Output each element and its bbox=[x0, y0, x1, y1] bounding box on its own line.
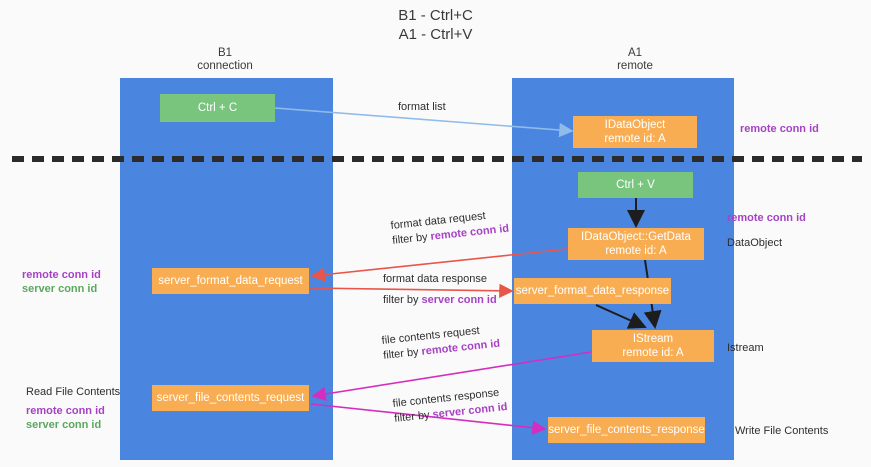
page-title-line1: B1 - Ctrl+C bbox=[398, 7, 473, 24]
node-server-format-data-request-label: server_format_data_request bbox=[158, 275, 303, 287]
node-server-file-contents-request-label: server_file_contents_request bbox=[156, 392, 305, 404]
annotation-write-file-contents: Write File Contents bbox=[735, 424, 828, 438]
node-getdata-remote-id: remote id: A bbox=[605, 245, 667, 257]
edge-filter-prefix-3: filter by bbox=[382, 345, 423, 362]
swimlane-a1-header: A1 remote bbox=[560, 47, 710, 73]
swimlane-a1-role: remote bbox=[617, 60, 653, 72]
node-server-file-contents-response-label: server_file_contents_response bbox=[548, 424, 705, 436]
swimlane-b1-role: connection bbox=[197, 60, 253, 72]
node-idataobject-title: IDataObject bbox=[604, 119, 666, 131]
edge-filter-prefix-2: filter by bbox=[383, 294, 422, 306]
annotation-left-bottom-remote: remote conn id bbox=[26, 405, 105, 417]
edge-filter-key-2: server conn id bbox=[421, 294, 497, 306]
node-istream-remote-id: remote id: A bbox=[622, 347, 684, 359]
edge-label-format-data-response-text: format data response bbox=[383, 273, 487, 285]
edge-filter-format-data-response: filter by server conn id bbox=[383, 293, 497, 308]
annotation-left-mid: remote conn id server conn id bbox=[22, 268, 101, 296]
edge-label-format-data-response: format data response filter by server co… bbox=[383, 272, 497, 308]
swimlane-b1-header: B1 connection bbox=[150, 47, 300, 73]
edge-label-format-data-request: format data request filter by remote con… bbox=[390, 207, 510, 249]
node-istream[interactable]: IStream remote id: A bbox=[592, 330, 714, 362]
annotation-read-file-contents: Read File Contents bbox=[26, 386, 121, 398]
annotation-left-bottom-server: server conn id bbox=[26, 419, 102, 431]
annotation-dataobject-text: DataObject bbox=[727, 237, 783, 249]
node-server-file-contents-request[interactable]: server_file_contents_request bbox=[152, 385, 309, 411]
node-istream-title: IStream bbox=[632, 333, 674, 345]
edge-label-format-list: format list bbox=[398, 100, 446, 115]
phase-divider bbox=[12, 156, 862, 162]
annotation-remote-conn-id-top-text: remote conn id bbox=[740, 123, 819, 135]
edge-filter-prefix-4: filter by bbox=[393, 408, 434, 425]
node-idataobject-remote-id: remote id: A bbox=[604, 133, 666, 145]
node-server-file-contents-response[interactable]: server_file_contents_response bbox=[548, 417, 705, 443]
node-ctrl-v-label: Ctrl + V bbox=[616, 179, 655, 191]
annotation-write-file-contents-text: Write File Contents bbox=[735, 425, 829, 437]
annotation-remote-conn-id-mid-text: remote conn id bbox=[727, 212, 806, 224]
swimlane-b1-name: B1 bbox=[217, 47, 233, 59]
annotation-remote-conn-id-top: remote conn id bbox=[740, 122, 819, 136]
swimlane-a1-name: A1 bbox=[627, 47, 643, 59]
annotation-left-mid-remote: remote conn id bbox=[22, 269, 101, 281]
annotation-left-bottom: Read File Contents remote conn id server… bbox=[26, 385, 120, 432]
node-idataobject[interactable]: IDataObject remote id: A bbox=[573, 116, 697, 148]
annotation-dataobject: DataObject bbox=[727, 236, 782, 250]
annotation-istream: Istream bbox=[727, 341, 764, 355]
edge-label-file-contents-response: file contents response filter by server … bbox=[392, 385, 508, 427]
node-server-format-data-response-label: server_format_data_response bbox=[515, 285, 670, 297]
edge-filter-prefix-1: filter by bbox=[391, 230, 432, 247]
node-ctrl-v[interactable]: Ctrl + V bbox=[578, 172, 693, 198]
node-ctrl-c-label: Ctrl + C bbox=[197, 102, 238, 114]
node-server-format-data-response[interactable]: server_format_data_response bbox=[514, 278, 671, 304]
page-title: B1 - Ctrl+C A1 - Ctrl+V bbox=[0, 6, 871, 44]
annotation-left-mid-server: server conn id bbox=[22, 283, 98, 295]
node-server-format-data-request[interactable]: server_format_data_request bbox=[152, 268, 309, 294]
node-idataobject-getdata[interactable]: IDataObject::GetData remote id: A bbox=[568, 228, 704, 260]
node-getdata-title: IDataObject::GetData bbox=[581, 231, 691, 243]
node-ctrl-c[interactable]: Ctrl + C bbox=[160, 94, 275, 122]
edge-label-file-contents-request: file contents request filter by remote c… bbox=[381, 322, 501, 364]
page-title-line2: A1 - Ctrl+V bbox=[398, 26, 473, 43]
annotation-istream-text: Istream bbox=[727, 342, 764, 354]
annotation-remote-conn-id-mid: remote conn id bbox=[727, 211, 806, 225]
edge-label-format-list-text: format list bbox=[398, 101, 446, 113]
